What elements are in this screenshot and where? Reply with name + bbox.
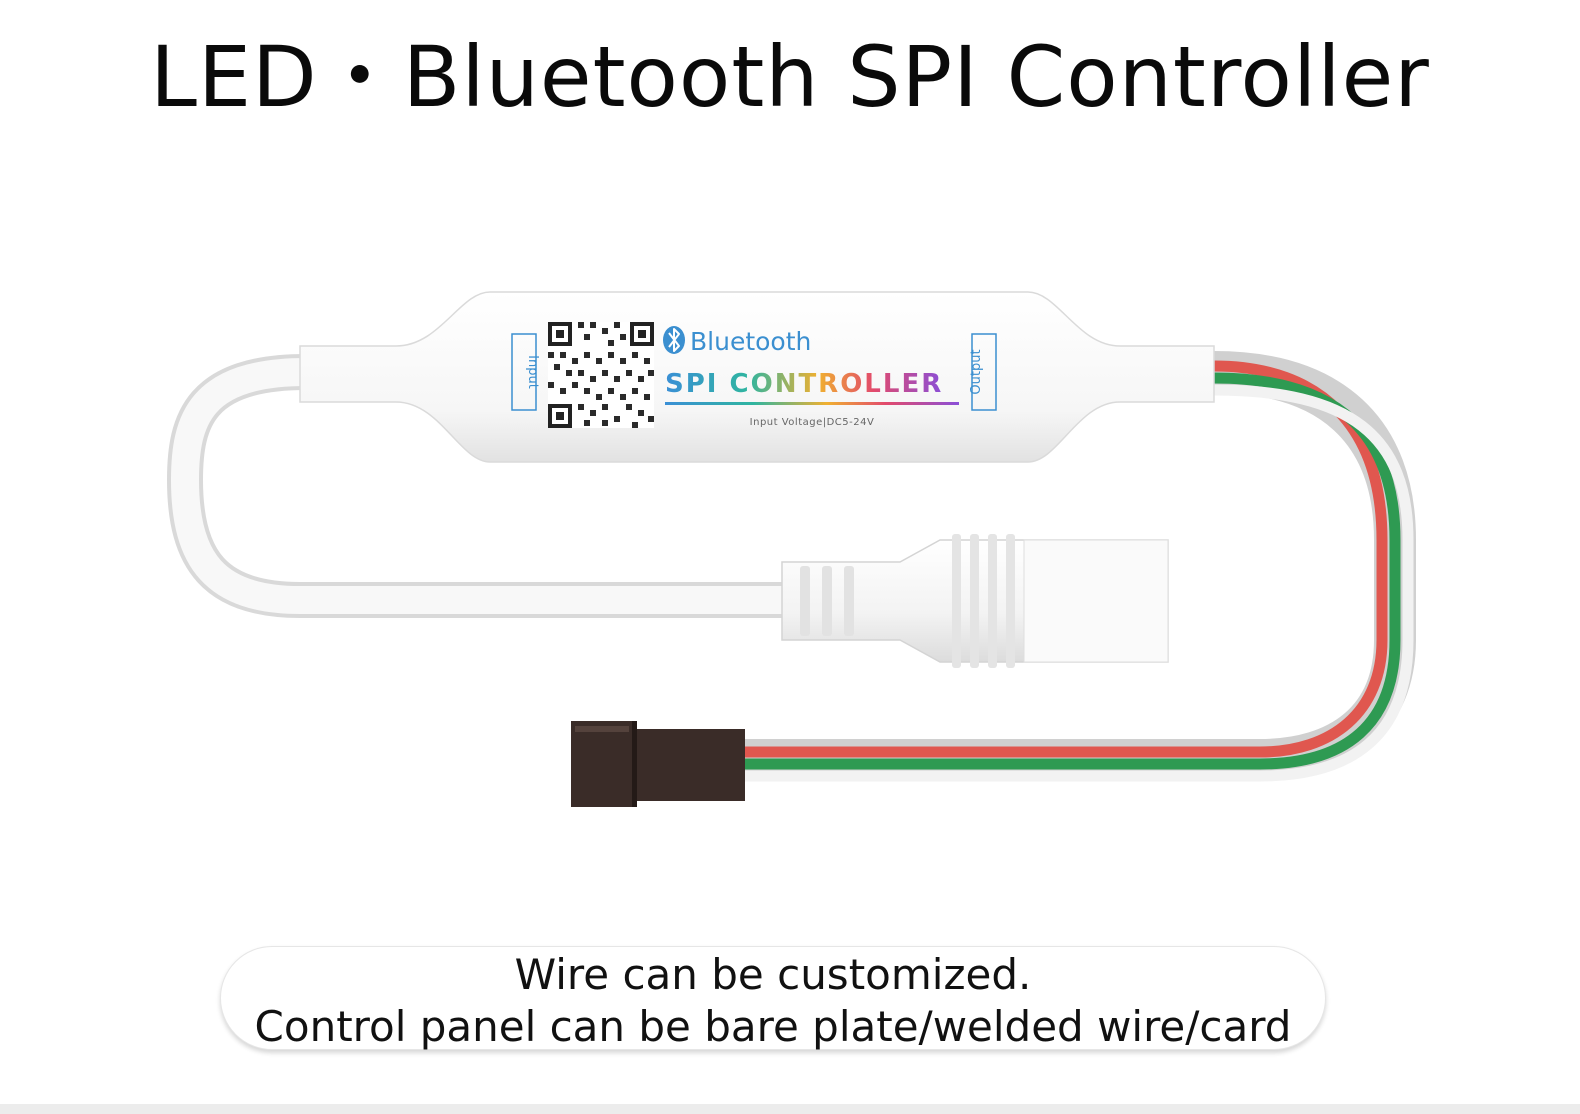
- input-cable: [166, 354, 808, 618]
- spec-text: Input Voltage|DC5-24V: [750, 417, 875, 428]
- input-label-text: Input: [525, 355, 540, 389]
- output-wire: [745, 351, 1416, 782]
- page-title: LED・Bluetooth SPI Controller: [150, 28, 1430, 126]
- controller-label: Input Output: [511, 322, 997, 428]
- bluetooth-icon: [663, 326, 685, 354]
- output-label-text: Output: [969, 349, 984, 394]
- jst-connector: [571, 721, 745, 807]
- bottom-divider: [0, 1104, 1580, 1114]
- caption-box: Wire can be customized. Control panel ca…: [220, 946, 1326, 1051]
- input-label: Input: [511, 333, 540, 411]
- qr-code-icon: [548, 322, 654, 428]
- dc-jack-connector: [781, 534, 1169, 668]
- caption-line-2: Control panel can be bare plate/welded w…: [254, 1002, 1292, 1051]
- rainbow-divider: [665, 402, 959, 405]
- caption-line-1: Wire can be customized.: [514, 950, 1032, 999]
- output-label: Output: [969, 333, 997, 411]
- brand-text: Bluetooth: [690, 327, 811, 356]
- model-text: SPI CONTROLLER: [665, 369, 943, 399]
